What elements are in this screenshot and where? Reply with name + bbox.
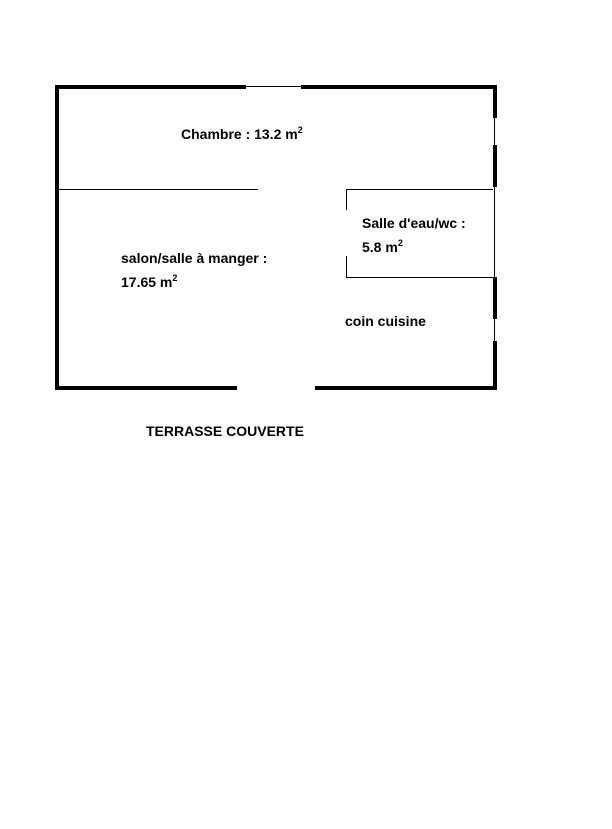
right-window-2 (494, 187, 495, 277)
partition-salle-eau-left-bottom (346, 256, 347, 278)
partition-salle-eau-bottom (346, 277, 493, 278)
right-wall-2 (493, 145, 497, 187)
salon-label: salon/salle à manger : 17.65 m2 (121, 250, 268, 290)
right-window-3 (494, 319, 495, 341)
right-wall-4 (493, 341, 497, 390)
partition-salle-eau-top (347, 189, 493, 190)
top-wall-left (55, 85, 246, 89)
top-window (246, 86, 301, 87)
right-wall-3 (493, 277, 497, 319)
top-wall-right (301, 85, 497, 89)
salle-eau-label: Salle d'eau/wc : 5.8 m2 (362, 215, 466, 255)
bottom-wall-right (315, 386, 497, 390)
right-window-1 (494, 118, 495, 145)
right-wall-1 (493, 85, 497, 118)
bottom-wall-left (55, 386, 237, 390)
partition-salle-eau-left-top (346, 189, 347, 210)
left-wall (55, 85, 59, 390)
terrasse-label: TERRASSE COUVERTE (146, 423, 304, 439)
partition-chambre-salon (59, 189, 258, 190)
coin-cuisine-label: coin cuisine (345, 313, 426, 329)
chambre-label: Chambre : 13.2 m2 (181, 125, 303, 142)
